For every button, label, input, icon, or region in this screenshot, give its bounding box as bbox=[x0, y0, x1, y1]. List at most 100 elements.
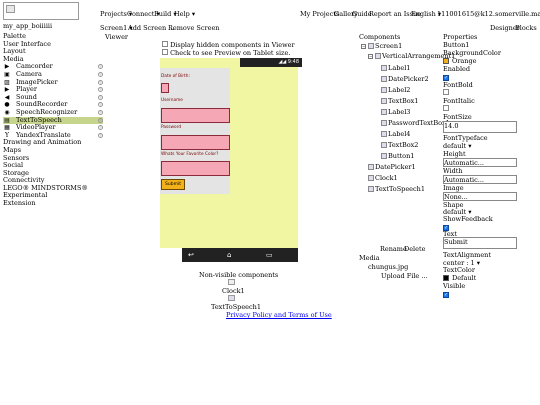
palette-item-player[interactable]: ▶Player? bbox=[3, 85, 103, 94]
palette-group-user-interface[interactable]: User Interface bbox=[3, 39, 51, 48]
palette-item-videoplayer[interactable]: ▦VideoPlayer? bbox=[3, 123, 103, 132]
help-icon[interactable]: ? bbox=[98, 87, 103, 93]
component-label3[interactable]: Label3 bbox=[381, 108, 410, 116]
prop-fonttypeface-select[interactable]: default ▾ bbox=[443, 142, 472, 150]
remove-screen-button[interactable]: Remove Screen bbox=[168, 24, 220, 32]
hidden-components-checkbox[interactable] bbox=[162, 41, 168, 47]
menu-projects[interactable]: Projects ▾ bbox=[100, 10, 133, 18]
prop-textalignment-select[interactable]: center : 1 ▾ bbox=[443, 259, 481, 267]
screen-select[interactable]: Screen1 ▾ bbox=[100, 24, 133, 32]
palette-item-imagepicker[interactable]: ▨ImagePicker? bbox=[3, 78, 103, 87]
prop-enabled-checkbox[interactable]: ✓ bbox=[443, 75, 449, 81]
help-icon[interactable]: ? bbox=[98, 71, 103, 77]
palette-item-sound[interactable]: ◀Sound? bbox=[3, 93, 103, 102]
prop-text-input[interactable]: Submit bbox=[443, 237, 517, 249]
link-gallery[interactable]: Gallery bbox=[334, 10, 358, 18]
app-inventor-logo[interactable] bbox=[3, 2, 79, 20]
menu-help[interactable]: Help ▾ bbox=[174, 10, 196, 18]
component-datepicker2[interactable]: DatePicker2 bbox=[381, 75, 429, 83]
upload-file-button[interactable]: Upload File ... bbox=[381, 272, 428, 280]
palette-group-layout[interactable]: Layout bbox=[3, 47, 26, 56]
prop-shape-select[interactable]: default ▾ bbox=[443, 208, 472, 216]
help-icon[interactable]: ? bbox=[98, 79, 103, 85]
account-menu[interactable]: 111001615@k12.somerville.ma.us ▾ bbox=[437, 10, 540, 18]
prop-fontsize-input[interactable]: 14.0 bbox=[443, 121, 517, 133]
tablet-preview-checkbox[interactable] bbox=[162, 49, 168, 55]
help-icon[interactable]: ? bbox=[98, 64, 103, 70]
component-label4[interactable]: Label4 bbox=[381, 130, 410, 138]
palette-item-soundrecorder[interactable]: ●SoundRecorder? bbox=[3, 101, 103, 109]
component-textbox2[interactable]: TextBox2 bbox=[381, 141, 418, 149]
collapse-toggle-icon[interactable]: − bbox=[361, 44, 366, 49]
prop-fontitalic-checkbox[interactable] bbox=[443, 105, 449, 111]
component-passwordtextbox1[interactable]: PasswordTextBox1 bbox=[381, 119, 450, 127]
username-label[interactable]: Username bbox=[161, 98, 183, 103]
prop-width-input[interactable]: Automatic... bbox=[443, 175, 517, 184]
menu-build[interactable]: Build ▾ bbox=[154, 10, 177, 18]
rename-button[interactable]: Rename bbox=[380, 245, 407, 253]
prop-showfeedback-checkbox[interactable]: ✓ bbox=[443, 225, 449, 231]
prop-fontbold-checkbox[interactable] bbox=[443, 89, 449, 95]
dob-label[interactable]: Date of Birth: bbox=[161, 74, 190, 79]
palette-item-texttospeech[interactable]: ▤TextToSpeech? bbox=[3, 116, 103, 125]
palette-group-social[interactable]: Social bbox=[3, 161, 24, 170]
palette-item-speechrecognizer[interactable]: ◉SpeechRecognizer? bbox=[3, 108, 103, 117]
username-textbox[interactable] bbox=[161, 108, 230, 123]
component-verticalarrangement1[interactable]: −VerticalArrangement1 bbox=[368, 52, 455, 60]
password-textbox[interactable] bbox=[161, 135, 230, 150]
tablet-preview-option[interactable]: Check to see Preview on Tablet size. bbox=[162, 49, 290, 57]
prop-height-input[interactable]: Automatic... bbox=[443, 158, 517, 167]
delete-button[interactable]: Delete bbox=[404, 245, 426, 253]
link-guide[interactable]: Guide bbox=[352, 10, 372, 18]
palette-group-media[interactable]: Media bbox=[3, 54, 24, 63]
favorite-color-label[interactable]: Whats Your Favorite Color? bbox=[161, 152, 219, 157]
favorite-color-textbox[interactable] bbox=[161, 161, 230, 176]
privacy-link[interactable]: Privacy Policy and Terms of Use bbox=[226, 311, 332, 319]
prop-textcolor-picker[interactable]: Default bbox=[443, 274, 476, 282]
add-screen-button[interactable]: Add Screen ... bbox=[128, 24, 175, 32]
link-my-projects[interactable]: My Projects bbox=[300, 10, 340, 18]
palette-group-drawing[interactable]: Drawing and Animation bbox=[3, 138, 82, 147]
component-button1[interactable]: Button1 bbox=[381, 152, 414, 160]
component-label2[interactable]: Label2 bbox=[381, 86, 410, 94]
nonvisible-texttospeech1[interactable]: TextToSpeech1 bbox=[211, 303, 261, 311]
collapse-toggle-icon[interactable]: − bbox=[368, 54, 373, 59]
palette-group-maps[interactable]: Maps bbox=[3, 145, 22, 154]
palette-item-camcorder[interactable]: ▶Camcorder? bbox=[3, 63, 103, 71]
palette-group-extension[interactable]: Extension bbox=[3, 199, 36, 208]
link-report-issue[interactable]: Report an Issue bbox=[369, 10, 421, 18]
help-icon[interactable]: ? bbox=[98, 132, 103, 138]
hidden-components-option[interactable]: Display hidden components in Viewer bbox=[162, 41, 295, 49]
palette-group-connectivity[interactable]: Connectivity bbox=[3, 176, 45, 185]
palette-item-camera[interactable]: ▣Camera? bbox=[3, 70, 103, 79]
palette-group-lego[interactable]: LEGO® MINDSTORMS® bbox=[3, 183, 88, 192]
prop-image-input[interactable]: None... bbox=[443, 192, 517, 201]
designer-button[interactable]: Designer bbox=[490, 24, 520, 32]
component-textbox1[interactable]: TextBox1 bbox=[381, 97, 418, 105]
palette-group-storage[interactable]: Storage bbox=[3, 168, 29, 177]
blocks-button[interactable]: Blocks bbox=[515, 24, 537, 32]
help-icon[interactable]: ? bbox=[98, 117, 103, 123]
component-texttospeech1[interactable]: TextToSpeech1 bbox=[368, 185, 425, 193]
component-label1[interactable]: Label1 bbox=[381, 64, 410, 72]
menu-connect[interactable]: Connect ▾ bbox=[127, 10, 160, 18]
language-select[interactable]: English ▾ bbox=[411, 10, 442, 18]
help-icon[interactable]: ? bbox=[98, 94, 103, 100]
component-screen1[interactable]: −Screen1 bbox=[361, 42, 402, 50]
component-datepicker1[interactable]: DatePicker1 bbox=[368, 163, 416, 171]
prop-backgroundcolor-picker[interactable]: Orange bbox=[443, 57, 477, 65]
help-icon[interactable]: ? bbox=[98, 125, 103, 131]
palette-group-sensors[interactable]: Sensors bbox=[3, 153, 30, 162]
date-picker[interactable] bbox=[161, 83, 169, 93]
nonvisible-clock1[interactable]: Clock1 bbox=[222, 287, 245, 295]
media-file-chungus[interactable]: chungus.jpg bbox=[368, 263, 409, 271]
component-clock1[interactable]: Clock1 bbox=[368, 174, 398, 182]
help-icon[interactable]: ? bbox=[98, 102, 103, 108]
help-icon[interactable]: ? bbox=[98, 109, 103, 115]
palette-group-experimental[interactable]: Experimental bbox=[3, 191, 48, 200]
prop-visible-checkbox[interactable]: ✓ bbox=[443, 292, 449, 298]
submit-button[interactable]: Submit bbox=[161, 179, 185, 190]
password-label[interactable]: Password bbox=[161, 125, 182, 130]
privacy-link-text[interactable]: Privacy Policy and Terms of Use bbox=[226, 311, 332, 319]
